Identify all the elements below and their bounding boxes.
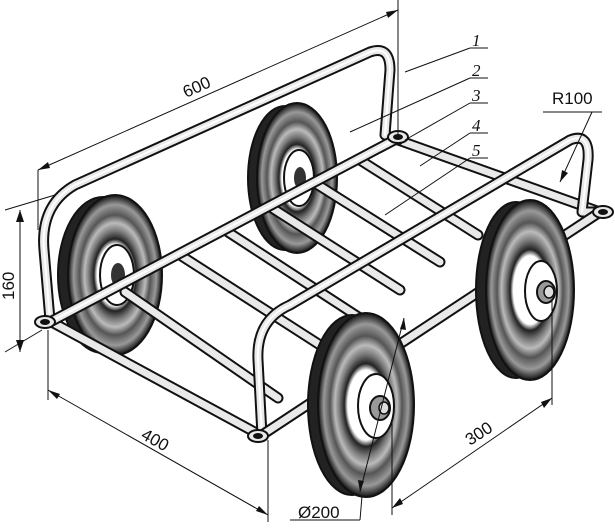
dimension-160: 160	[0, 194, 56, 353]
dim-radius-label: R100	[552, 89, 593, 108]
rear-left-wheel	[57, 194, 163, 356]
callout-2: 2	[472, 61, 481, 80]
callout-leaders	[349, 47, 488, 216]
callout-1: 1	[472, 31, 481, 50]
dim-width-label: 400	[138, 425, 172, 455]
dim-length-label: 600	[180, 73, 214, 102]
front-left-wheel	[307, 312, 415, 498]
callout-3: 3	[471, 86, 481, 105]
dimension-diameter: Ø200	[290, 317, 406, 522]
dim-diameter-label: Ø200	[298, 503, 340, 522]
dim-height-label: 160	[0, 272, 18, 300]
cart-frame	[34, 45, 614, 443]
front-right-wheel	[475, 199, 575, 381]
callout-5: 5	[472, 141, 481, 160]
cross-slats	[119, 154, 484, 404]
dim-wheelbase-label: 300	[462, 418, 496, 449]
callout-4: 4	[472, 116, 481, 135]
dimension-radius: R100	[543, 89, 602, 183]
dimension-600: 600	[37, 0, 399, 230]
